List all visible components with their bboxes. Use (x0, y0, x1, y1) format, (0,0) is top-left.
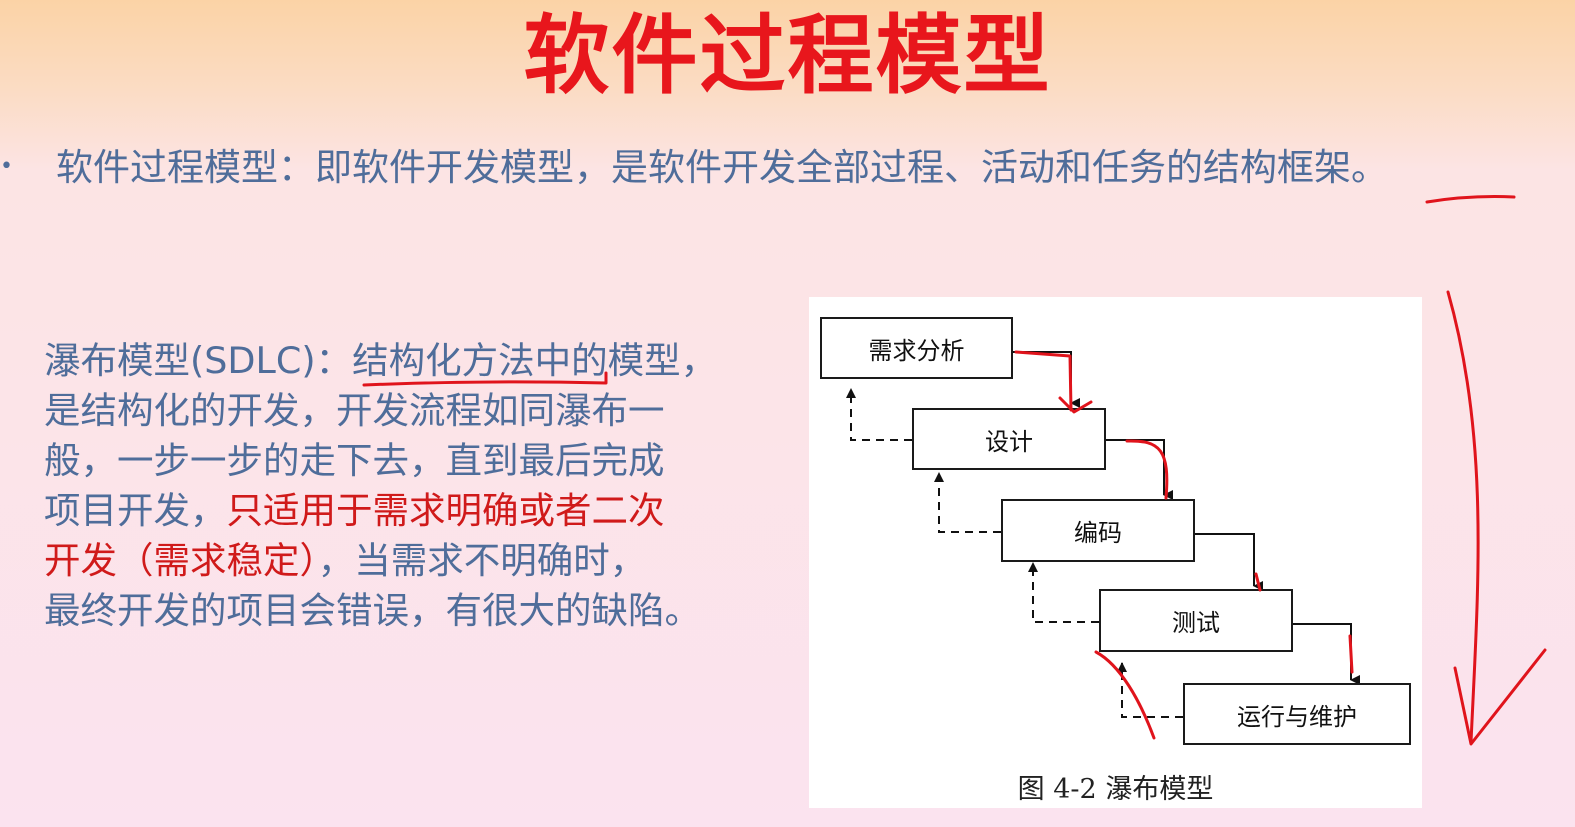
desc-line-3: 般，一步一步的走下去，直到最后完成 (44, 439, 665, 482)
cascade-arrow-stroke (1446, 290, 1480, 744)
feedback-arrow-1 (846, 388, 912, 441)
waterfall-figure: 需求分析 设计 编码 测试 运行与维护 图 4-2 瀑布模型 (809, 297, 1422, 808)
desc-line-5-end: ，当需求不明确时， (317, 539, 647, 582)
desc-highlight-1: 只适用于需求明确或者二次 (226, 489, 665, 532)
slide-title: 软件过程模型 (523, 6, 1052, 106)
figure-caption: 图 4-2 瀑布模型 (1017, 774, 1214, 805)
desc-line-6: 最终开发的项目会错误，有很大的缺陷。 (44, 589, 701, 632)
underline-framework (1425, 195, 1516, 204)
desc-underlined: 结构化方法中 (352, 339, 572, 382)
cascade-arrow-head (1453, 648, 1547, 746)
feedback-arrow-2 (934, 472, 1001, 533)
desc-highlight-2: 开发（需求稳定） (44, 539, 318, 582)
stage-design: 设计 (912, 408, 1106, 470)
definition-text: 软件过程模型：即软件开发模型，是软件开发全部过程、活动和任务的结构框架。 (56, 146, 1388, 189)
stage-requirements: 需求分析 (820, 317, 1013, 379)
forward-arrow-1 (1013, 351, 1080, 408)
stage-maintenance: 运行与维护 (1183, 683, 1411, 745)
stage-testing: 测试 (1099, 589, 1293, 652)
feedback-arrow-3 (1028, 562, 1099, 623)
forward-arrow-4 (1293, 623, 1360, 685)
forward-arrow-3 (1195, 533, 1263, 591)
waterfall-description: 瀑布模型(SDLC)：结构化方法中的模型， 是结构化的开发，开发流程如同瀑布一 … (44, 336, 784, 636)
stage-coding: 编码 (1001, 499, 1195, 562)
forward-arrow-2 (1106, 439, 1173, 500)
desc-line-1: 瀑布模型(SDLC)：结构化方法中的模型， (44, 336, 784, 386)
bullet-marker: • (0, 154, 13, 179)
desc-term: 瀑布模型(SDLC)： (44, 339, 353, 382)
desc-line-1-end: 的模型， (571, 339, 718, 382)
waterfall-connectors (846, 351, 1360, 718)
desc-line-2: 是结构化的开发，开发流程如同瀑布一 (44, 389, 665, 432)
desc-line-4: 项目开发，只适用于需求明确或者二次 (44, 486, 784, 536)
desc-line-5: 开发（需求稳定），当需求不明确时， (44, 536, 784, 586)
feedback-arrow-4 (1117, 662, 1183, 718)
desc-line-4-start: 项目开发， (44, 489, 227, 532)
